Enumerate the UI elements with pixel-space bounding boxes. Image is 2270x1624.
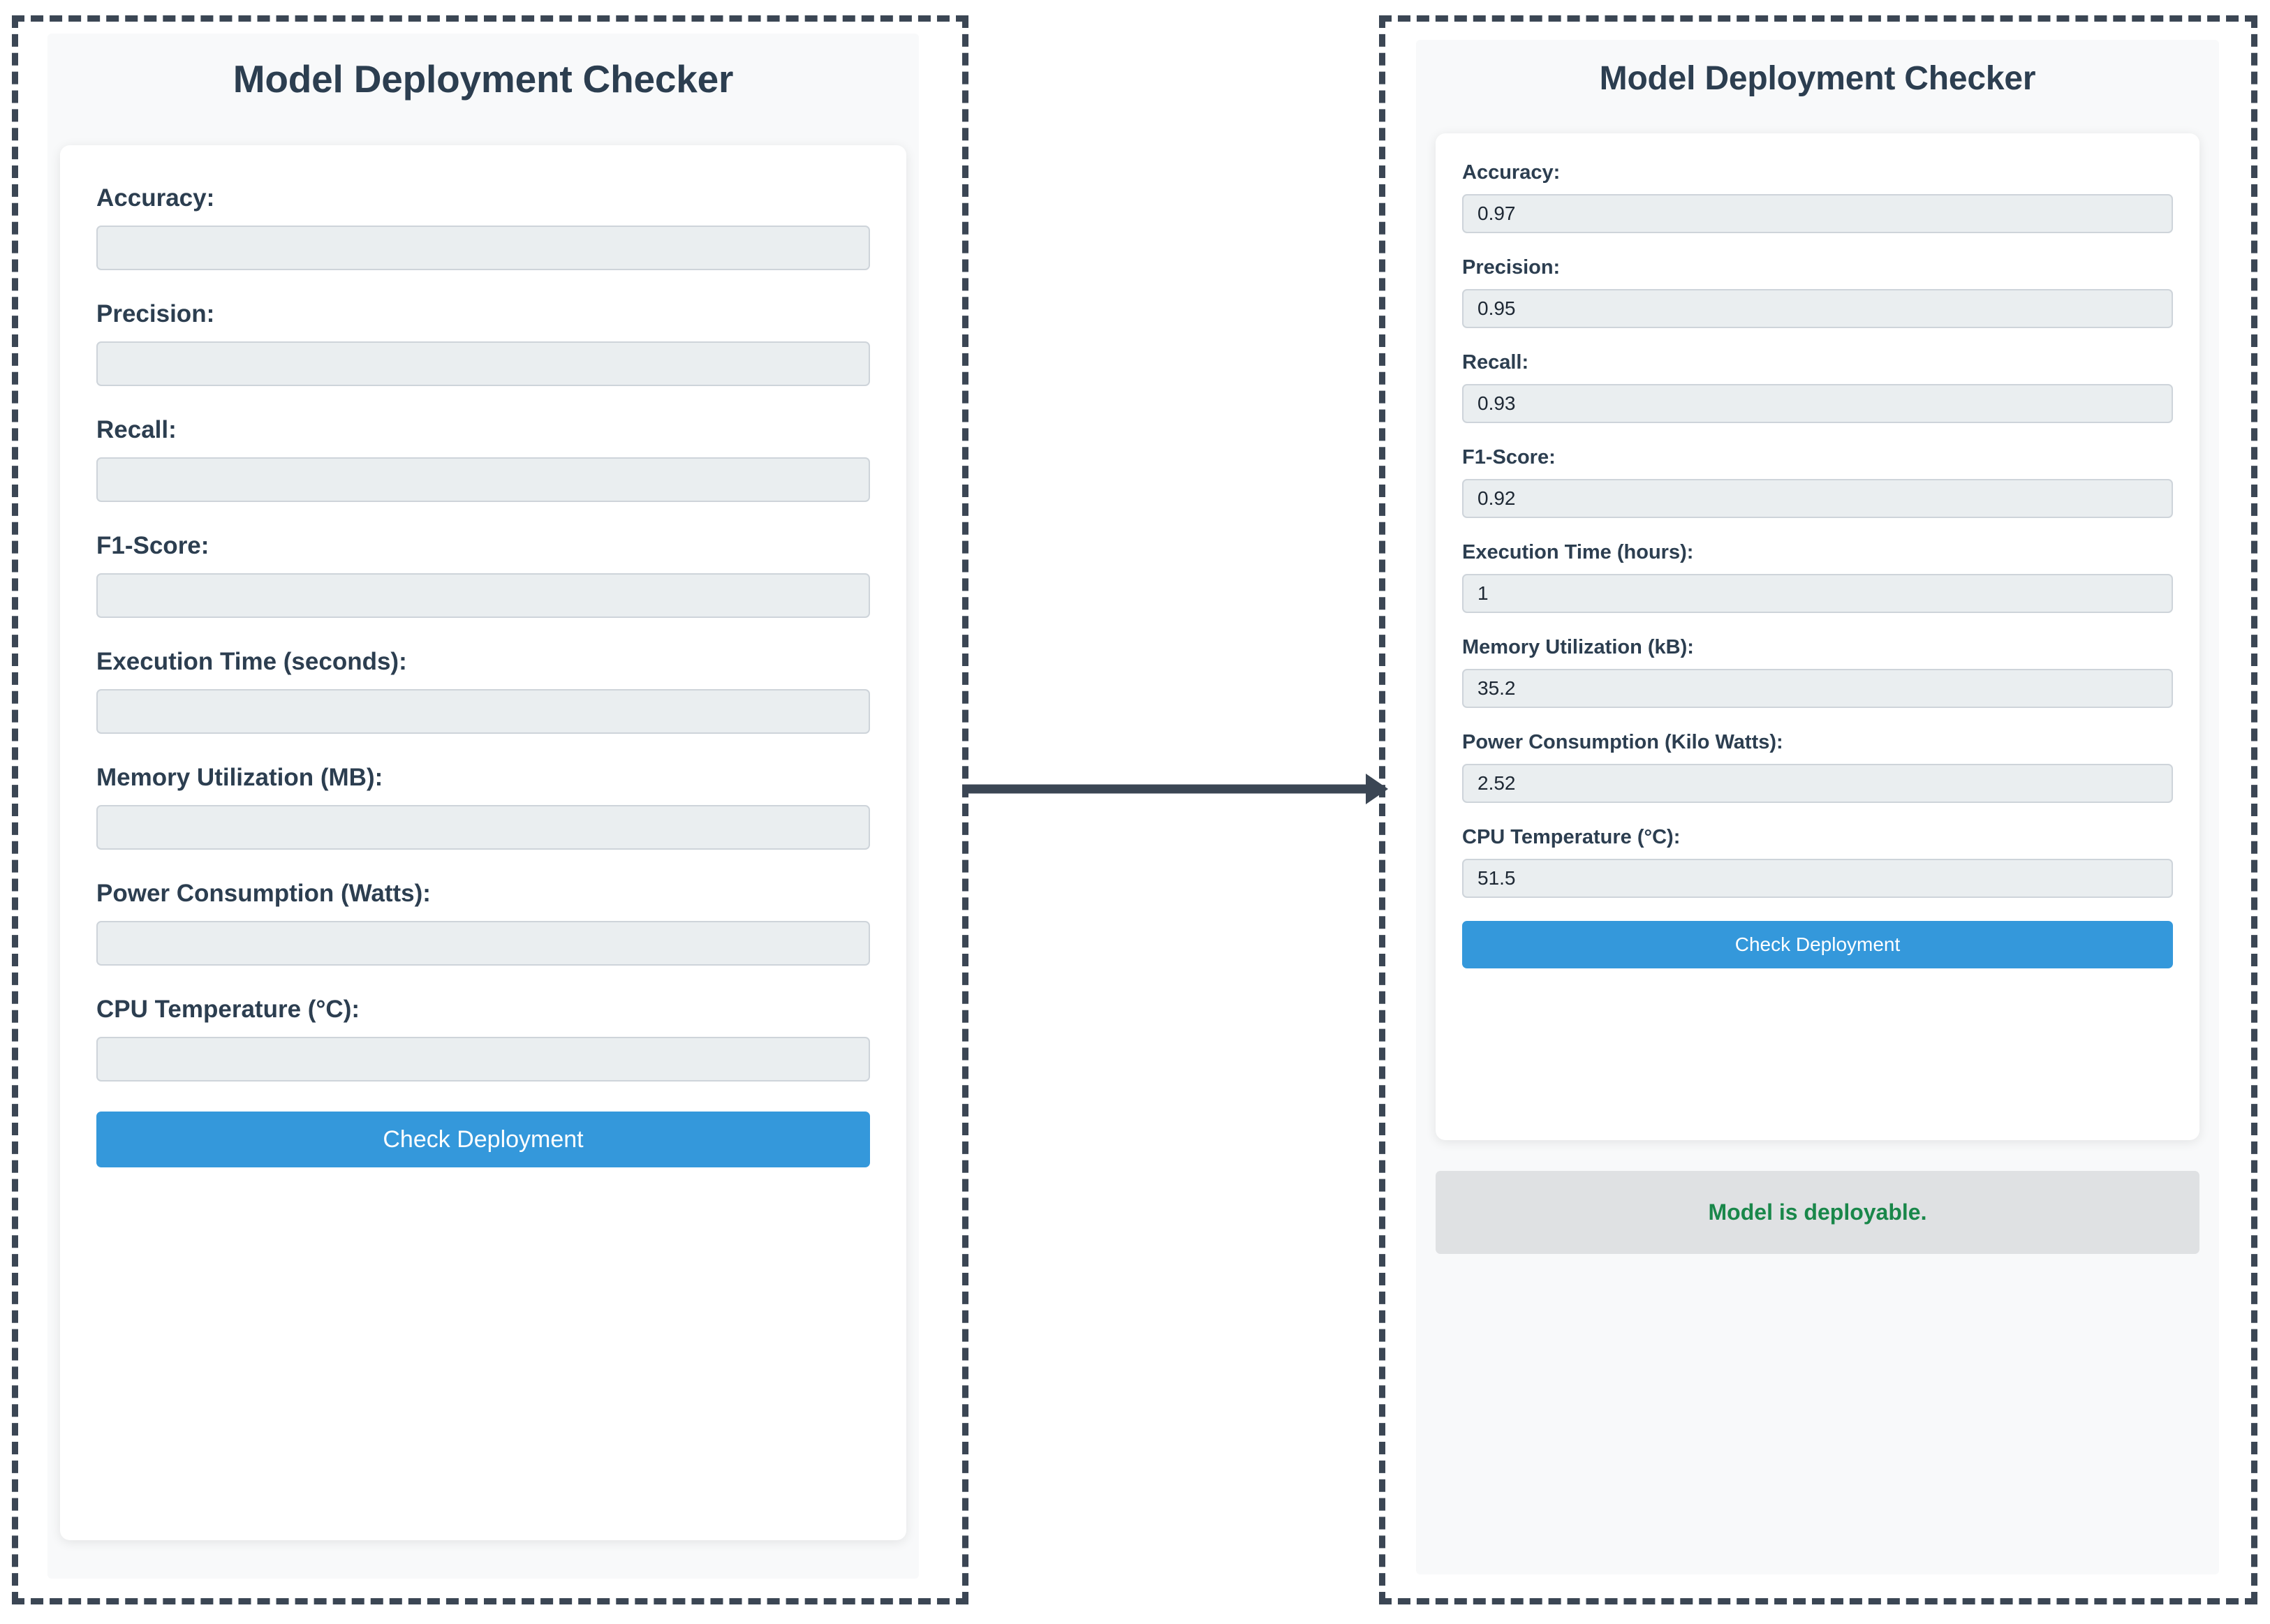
field-label-memory-utilization: Memory Utilization (MB): bbox=[96, 764, 383, 791]
field-label-f1-score: F1-Score: bbox=[96, 532, 209, 559]
field-accuracy: Accuracy: bbox=[96, 184, 870, 270]
precision-input[interactable] bbox=[1462, 289, 2173, 328]
field-power-consumption: Power Consumption (Watts): bbox=[96, 880, 870, 966]
recall-input[interactable] bbox=[1462, 384, 2173, 423]
cpu-temperature-input[interactable] bbox=[1462, 859, 2173, 898]
field-memory-utilization-filled: Memory Utilization (kB): bbox=[1462, 636, 2173, 708]
memory-utilization-input[interactable] bbox=[96, 805, 870, 850]
cpu-temperature-input[interactable] bbox=[96, 1037, 870, 1082]
field-recall: Recall: bbox=[96, 416, 870, 502]
recall-input[interactable] bbox=[96, 457, 870, 502]
check-deployment-button[interactable]: Check Deployment bbox=[1462, 921, 2173, 968]
field-label-f1-score: F1-Score: bbox=[1462, 446, 1556, 468]
precision-input[interactable] bbox=[96, 341, 870, 386]
left-diagram-frame bbox=[12, 15, 968, 1604]
accuracy-input[interactable] bbox=[96, 226, 870, 270]
field-cpu-temperature: CPU Temperature (°C): bbox=[96, 996, 870, 1082]
left-app-shell: Model Deployment Checker Accuracy: Preci… bbox=[47, 34, 919, 1579]
field-label-accuracy: Accuracy: bbox=[96, 184, 215, 212]
f1-score-input[interactable] bbox=[96, 573, 870, 618]
arrow-right-icon bbox=[962, 774, 1388, 804]
field-f1-score-filled: F1-Score: bbox=[1462, 446, 2173, 518]
right-form-card: Accuracy: Precision: Recall: F1-Score: E… bbox=[1436, 133, 2199, 1140]
field-label-cpu-temperature: CPU Temperature (°C): bbox=[1462, 826, 1681, 848]
field-cpu-temperature-filled: CPU Temperature (°C): bbox=[1462, 826, 2173, 898]
right-app-shell: Model Deployment Checker Accuracy: Preci… bbox=[1416, 40, 2219, 1574]
field-precision-filled: Precision: bbox=[1462, 256, 2173, 328]
field-accuracy-filled: Accuracy: bbox=[1462, 161, 2173, 233]
power-consumption-input[interactable] bbox=[1462, 764, 2173, 803]
accuracy-input[interactable] bbox=[1462, 194, 2173, 233]
field-execution-time-filled: Execution Time (hours): bbox=[1462, 541, 2173, 613]
check-deployment-button[interactable]: Check Deployment bbox=[96, 1112, 870, 1167]
field-power-consumption-filled: Power Consumption (Kilo Watts): bbox=[1462, 731, 2173, 803]
f1-score-input[interactable] bbox=[1462, 479, 2173, 518]
field-label-precision: Precision: bbox=[96, 300, 215, 327]
field-label-power-consumption: Power Consumption (Kilo Watts): bbox=[1462, 731, 1783, 753]
status-badge: Model is deployable. bbox=[1708, 1199, 1927, 1225]
field-recall-filled: Recall: bbox=[1462, 351, 2173, 423]
execution-time-input[interactable] bbox=[96, 689, 870, 734]
field-label-recall: Recall: bbox=[96, 416, 177, 443]
field-f1-score: F1-Score: bbox=[96, 532, 870, 618]
field-memory-utilization: Memory Utilization (MB): bbox=[96, 764, 870, 850]
field-label-accuracy: Accuracy: bbox=[1462, 161, 1561, 184]
power-consumption-input[interactable] bbox=[96, 921, 870, 966]
execution-time-input[interactable] bbox=[1462, 574, 2173, 613]
deployment-result-banner: Model is deployable. bbox=[1436, 1171, 2199, 1254]
right-diagram-frame bbox=[1379, 15, 2257, 1604]
field-precision: Precision: bbox=[96, 300, 870, 386]
field-label-execution-time: Execution Time (hours): bbox=[1462, 541, 1694, 563]
field-execution-time: Execution Time (seconds): bbox=[96, 648, 870, 734]
field-label-power-consumption: Power Consumption (Watts): bbox=[96, 880, 431, 907]
field-label-execution-time: Execution Time (seconds): bbox=[96, 648, 407, 675]
field-label-recall: Recall: bbox=[1462, 351, 1529, 374]
left-form-card: Accuracy: Precision: Recall: F1-Score: E… bbox=[60, 145, 906, 1540]
field-label-cpu-temperature: CPU Temperature (°C): bbox=[96, 996, 360, 1023]
flow-connector bbox=[962, 768, 1388, 810]
memory-utilization-input[interactable] bbox=[1462, 669, 2173, 708]
field-label-precision: Precision: bbox=[1462, 256, 1561, 279]
page-title-result: Model Deployment Checker bbox=[1599, 60, 2036, 97]
field-label-memory-utilization: Memory Utilization (kB): bbox=[1462, 636, 1694, 658]
page-title: Model Deployment Checker bbox=[233, 57, 734, 101]
